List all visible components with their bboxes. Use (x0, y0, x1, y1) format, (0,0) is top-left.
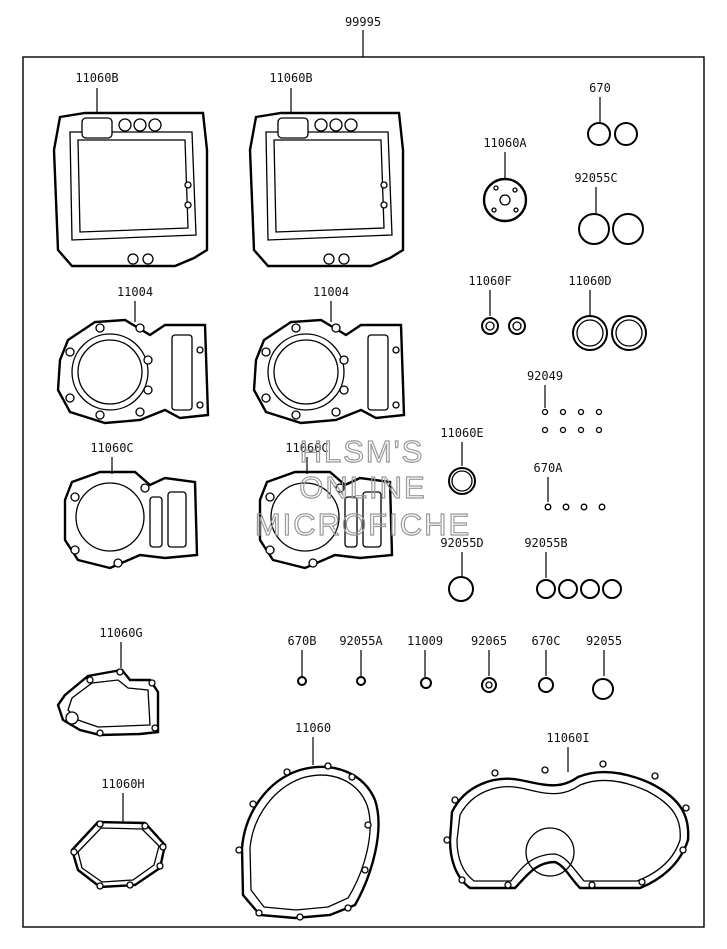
base-gasket-11060C-right (258, 470, 394, 570)
cover-gasket-11060 (235, 762, 380, 921)
clutch-cover-gasket-11060I (443, 760, 690, 890)
part-label-11060F[interactable]: 11060F (468, 274, 511, 288)
cylinder-gasket-11004-left (56, 318, 210, 425)
part-label-670[interactable]: 670 (589, 81, 611, 95)
part-label-92055C[interactable]: 92055C (574, 171, 617, 185)
o-ring-92055C-b (612, 213, 644, 245)
gasket-11060H (70, 820, 167, 890)
part-label-670A[interactable]: 670A (534, 461, 564, 475)
watermark-line-2: ONLINE (299, 470, 426, 505)
gasket-11060G (56, 668, 160, 737)
head-gasket-11060B-left (52, 111, 209, 268)
part-label-11060B-left[interactable]: 11060B (75, 71, 118, 85)
ring-11060F-b (508, 317, 526, 335)
part-label-670C[interactable]: 670C (532, 634, 561, 648)
washer-92065-inner (485, 681, 493, 689)
gasket-11060A (482, 177, 528, 223)
part-label-11060G[interactable]: 11060G (99, 626, 142, 640)
ring-11060D-a (572, 315, 608, 351)
part-label-11060I[interactable]: 11060I (546, 731, 589, 745)
part-label-11004-right[interactable]: 11004 (313, 285, 349, 299)
part-label-11060E[interactable]: 11060E (440, 426, 483, 440)
part-label-11060B-right[interactable]: 11060B (269, 71, 312, 85)
o-ring-670B (297, 676, 307, 686)
part-label-92065[interactable]: 92065 (471, 634, 507, 648)
o-ring-92055C-a (578, 213, 610, 245)
ring-11060D-b-inner (615, 319, 643, 347)
ring-11060F-b-inner (512, 321, 522, 331)
part-label-11004-left[interactable]: 11004 (117, 285, 153, 299)
part-label-670B[interactable]: 670B (288, 634, 317, 648)
o-ring-670-b (614, 122, 638, 146)
part-label-92049[interactable]: 92049 (527, 369, 563, 383)
ring-11060F-a-inner (485, 321, 495, 331)
ring-11060D-a-inner (576, 319, 604, 347)
base-gasket-11060C-left (63, 470, 199, 570)
o-ring-set-92055B (536, 579, 622, 599)
o-ring-set-670A (544, 503, 606, 511)
part-label-11060C-left[interactable]: 11060C (90, 441, 133, 455)
washer-92065 (481, 677, 497, 693)
part-label-11060[interactable]: 11060 (295, 721, 331, 735)
o-ring-670-a (587, 122, 611, 146)
seal-set-92049 (541, 408, 603, 434)
part-label-11060H[interactable]: 11060H (101, 777, 144, 791)
part-label-92055B[interactable]: 92055B (524, 536, 567, 550)
cylinder-gasket-11004-right (252, 318, 406, 425)
part-label-11060D[interactable]: 11060D (568, 274, 611, 288)
ring-11060D-b (611, 315, 647, 351)
part-label-92055A[interactable]: 92055A (339, 634, 383, 648)
o-ring-92055 (592, 678, 614, 700)
watermark-line-3: MICROFICHE (255, 507, 471, 542)
o-ring-92055A (356, 676, 366, 686)
ring-11060F-a (481, 317, 499, 335)
part-label-92055D[interactable]: 92055D (440, 536, 483, 550)
o-ring-670C (538, 677, 554, 693)
part-label-11009[interactable]: 11009 (407, 634, 443, 648)
part-label-11060C-right[interactable]: 11060C (285, 441, 328, 455)
gasket-11009 (420, 677, 432, 689)
head-gasket-11060B-right (248, 111, 405, 268)
ring-11060E (448, 467, 476, 495)
watermark-line-1: HLSM'S (300, 434, 425, 469)
assembly-number-label[interactable]: 99995 (345, 15, 381, 29)
ring-11060E-inner (451, 470, 473, 492)
part-label-92055[interactable]: 92055 (586, 634, 622, 648)
part-label-11060A[interactable]: 11060A (483, 136, 527, 150)
o-ring-92055D (448, 576, 474, 602)
